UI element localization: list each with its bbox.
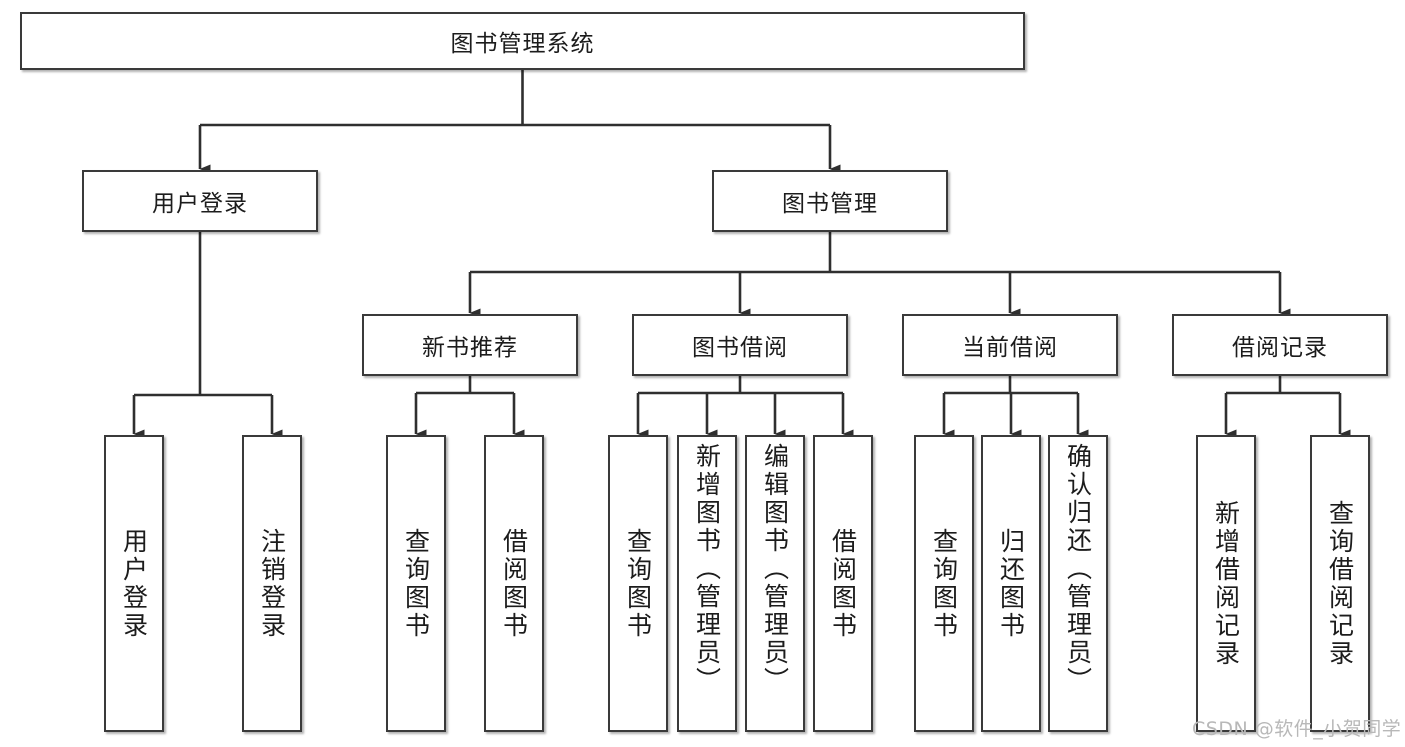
node-label: 当前借阅 <box>962 335 1058 361</box>
node-new-book-rec[interactable]: 新书推荐 <box>362 314 578 376</box>
node-label-vertical: 借阅图书 <box>828 527 858 640</box>
node-root[interactable]: 图书管理系统 <box>20 12 1025 70</box>
node-borrow-record[interactable]: 借阅记录 <box>1172 314 1388 376</box>
node-label-vertical: 查询借阅记录 <box>1325 499 1355 668</box>
node-label: 图书管理 <box>782 191 878 217</box>
node-leaf-user-logout[interactable]: 注销登录 <box>242 435 302 732</box>
csdn-watermark: CSDN @软件_小贺同学 <box>1192 718 1402 740</box>
node-label-vertical: 查询图书 <box>929 527 959 640</box>
node-leaf-user-login[interactable]: 用户登录 <box>104 435 164 732</box>
node-label: 图书管理系统 <box>450 31 595 57</box>
node-current-borrow[interactable]: 当前借阅 <box>902 314 1118 376</box>
node-label-vertical: 编辑图书（管理员） <box>760 443 790 695</box>
node-label-vertical: 用户登录 <box>119 527 149 640</box>
node-label: 新书推荐 <box>422 335 518 361</box>
node-book-manage[interactable]: 图书管理 <box>712 170 948 232</box>
node-label: 图书借阅 <box>692 335 788 361</box>
node-label: 用户登录 <box>152 191 248 217</box>
node-label-vertical: 新增图书（管理员） <box>692 443 722 695</box>
node-leaf-borrow-query-book[interactable]: 查询图书 <box>608 435 668 732</box>
node-leaf-current-return-book[interactable]: 归还图书 <box>981 435 1041 732</box>
node-leaf-borrow-borrow-book[interactable]: 借阅图书 <box>813 435 873 732</box>
node-leaf-record-add[interactable]: 新增借阅记录 <box>1196 435 1256 732</box>
node-leaf-current-query-book[interactable]: 查询图书 <box>914 435 974 732</box>
edge-paths <box>132 70 1351 439</box>
node-label-vertical: 查询图书 <box>623 527 653 640</box>
node-book-borrow[interactable]: 图书借阅 <box>632 314 848 376</box>
node-label-vertical: 查询图书 <box>401 527 431 640</box>
node-label-vertical: 归还图书 <box>996 527 1026 640</box>
node-user-login[interactable]: 用户登录 <box>82 170 318 232</box>
node-leaf-current-confirm-return[interactable]: 确认归还（管理员） <box>1048 435 1108 732</box>
node-leaf-borrow-edit-book[interactable]: 编辑图书（管理员） <box>745 435 805 732</box>
node-label: 借阅记录 <box>1232 335 1328 361</box>
node-label-vertical: 借阅图书 <box>499 527 529 640</box>
node-leaf-rec-query-book[interactable]: 查询图书 <box>386 435 446 732</box>
node-label-vertical: 注销登录 <box>257 527 287 640</box>
node-leaf-record-query[interactable]: 查询借阅记录 <box>1310 435 1370 732</box>
node-leaf-rec-borrow-book[interactable]: 借阅图书 <box>484 435 544 732</box>
node-label-vertical: 新增借阅记录 <box>1211 499 1241 668</box>
node-label-vertical: 确认归还（管理员） <box>1063 443 1093 695</box>
node-leaf-borrow-add-book[interactable]: 新增图书（管理员） <box>677 435 737 732</box>
